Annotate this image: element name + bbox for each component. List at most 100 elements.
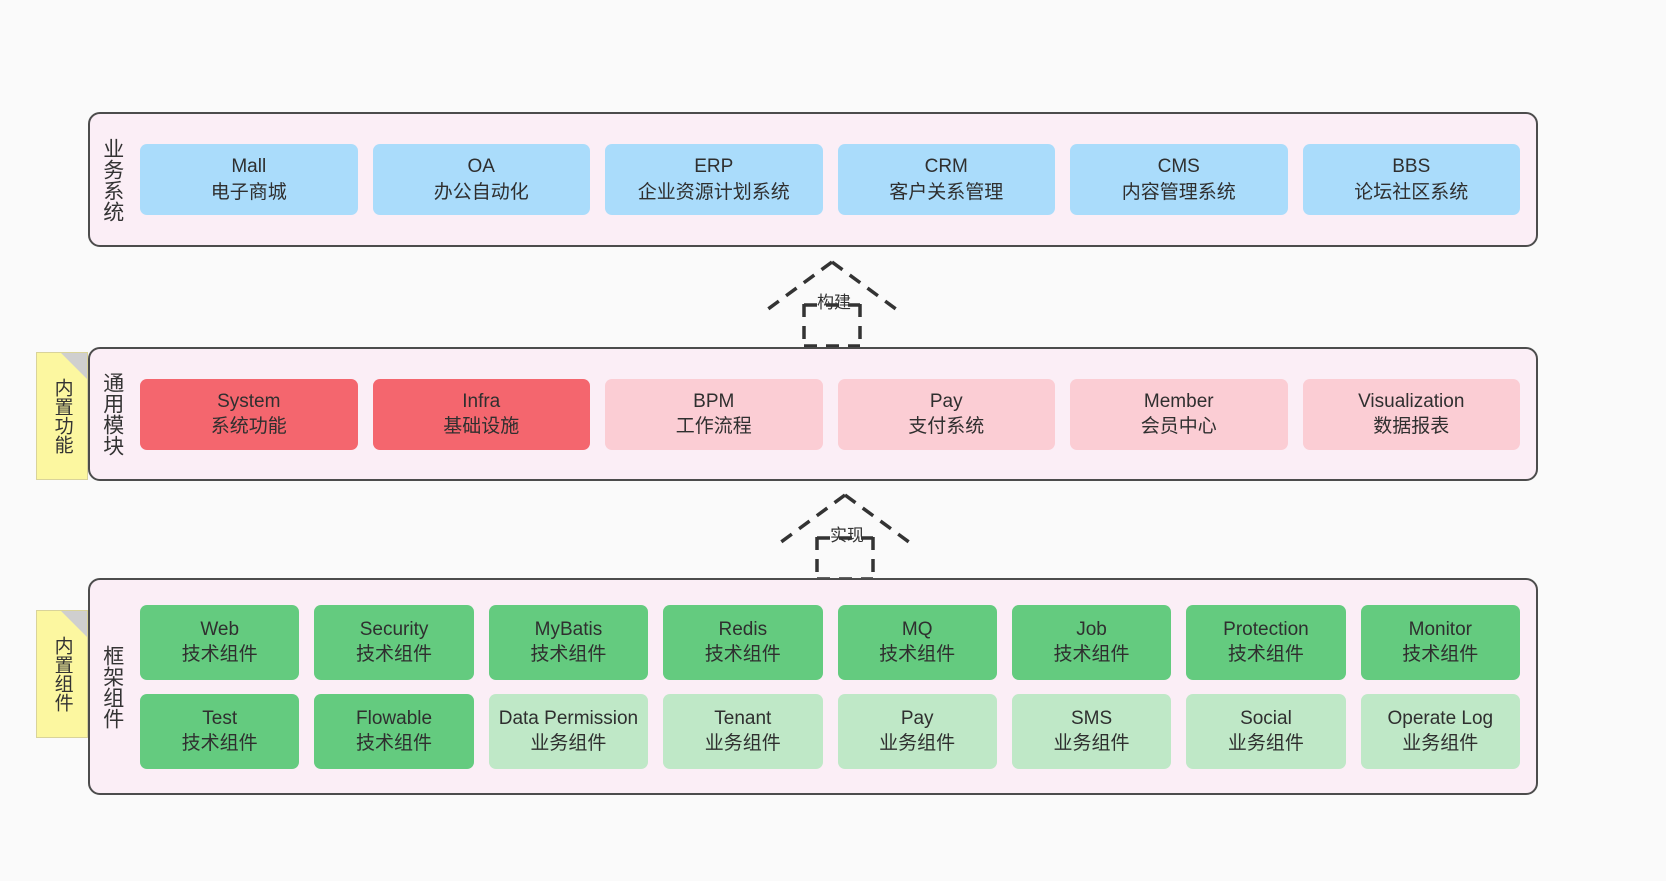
card-title: Web [200,618,240,640]
card-mq[interactable]: MQ 技术组件 [837,604,997,680]
card-title: Operate Log [1387,707,1494,729]
card-infra[interactable]: Infra 基础设施 [372,378,590,450]
card-title: BBS [1392,156,1431,178]
card-subtitle: 业务组件 [1227,733,1304,754]
card-redis[interactable]: Redis 技术组件 [663,604,823,680]
card-subtitle: 内容管理系统 [1121,181,1236,203]
card-subtitle: 论坛社区系统 [1354,181,1469,203]
card-protection[interactable]: Protection 技术组件 [1186,604,1346,680]
card-title: Visualization [1358,390,1465,412]
card-subtitle: 工作流程 [675,416,752,437]
card-subtitle: 技术组件 [1402,644,1479,665]
card-subtitle: 技术组件 [356,733,433,754]
card-subtitle: 技术组件 [1227,644,1304,665]
card-tenant[interactable]: Tenant 业务组件 [663,693,823,769]
card-title: Flowable [356,707,433,729]
card-subtitle: 客户关系管理 [889,181,1004,203]
card-row: Test 技术组件 Flowable 技术组件 Data Permission … [140,693,1520,769]
card-pay-component[interactable]: Pay 业务组件 [837,693,997,769]
card-erp[interactable]: ERP 企业资源计划系统 [605,144,823,215]
card-flowable[interactable]: Flowable 技术组件 [314,693,474,769]
card-title: SMS [1070,707,1113,729]
folded-corner-icon [61,353,87,379]
card-title: ERP [694,156,734,178]
card-subtitle: 技术组件 [181,644,258,665]
card-subtitle: 技术组件 [530,644,607,665]
card-row: System 系统功能 Infra 基础设施 BPM 工作流程 Pay 支付系统… [140,378,1520,450]
card-subtitle: 数据报表 [1373,416,1450,437]
card-test[interactable]: Test 技术组件 [140,693,300,769]
arrow-label-implement: 实现 [830,526,864,545]
card-crm[interactable]: CRM 客户关系管理 [837,144,1055,215]
card-subtitle: 系统功能 [210,416,287,437]
card-mall[interactable]: Mall 电子商城 [140,144,358,215]
card-subtitle: 业务组件 [879,733,956,754]
card-title: Member [1143,390,1214,412]
card-subtitle: 技术组件 [1053,644,1130,665]
card-monitor[interactable]: Monitor 技术组件 [1360,604,1520,680]
card-subtitle: 企业资源计划系统 [637,181,790,203]
card-system[interactable]: System 系统功能 [140,378,358,450]
card-subtitle: 技术组件 [356,644,433,665]
note-builtin-feature: 内置功能 [36,352,88,480]
card-oa[interactable]: OA 办公自动化 [372,144,590,215]
card-web[interactable]: Web 技术组件 [140,604,300,680]
layer-framework-component: 框架组件 Web 技术组件 Security 技术组件 MyBatis 技术组件… [88,578,1538,795]
card-subtitle: 技术组件 [879,644,956,665]
card-subtitle: 技术组件 [704,644,781,665]
card-data-permission[interactable]: Data Permission 业务组件 [488,693,649,769]
card-cms[interactable]: CMS 内容管理系统 [1070,144,1288,215]
card-title: Pay [900,707,934,729]
card-title: Protection [1223,618,1309,640]
card-sms[interactable]: SMS 业务组件 [1011,693,1172,769]
card-subtitle: 业务组件 [1053,733,1130,754]
card-title: System [217,390,281,412]
card-pay-module[interactable]: Pay 支付系统 [837,378,1055,450]
card-visualization[interactable]: Visualization 数据报表 [1302,378,1520,450]
card-operate-log[interactable]: Operate Log 业务组件 [1360,693,1520,769]
layer-label-business-system: 业务系统 [100,137,124,222]
arrow-build-relation: 构建 [757,256,907,348]
card-title: CRM [924,156,968,178]
arrow-implement-relation: 实现 [770,489,920,581]
layer-body-business-system: Mall 电子商城 OA 办公自动化 ERP 企业资源计划系统 CRM 客户关系… [134,114,1536,245]
card-title: Pay [929,390,963,412]
card-subtitle: 支付系统 [908,416,985,437]
card-row: Web 技术组件 Security 技术组件 MyBatis 技术组件 Redi… [140,604,1520,680]
card-title: Infra [462,390,501,412]
card-subtitle: 技术组件 [181,733,258,754]
card-title: Tenant [714,707,772,729]
card-title: Test [202,707,238,729]
note-label: 内置功能 [51,378,73,454]
card-member[interactable]: Member 会员中心 [1070,378,1288,450]
card-subtitle: 业务组件 [1402,733,1479,754]
card-bbs[interactable]: BBS 论坛社区系统 [1302,144,1520,215]
card-mybatis[interactable]: MyBatis 技术组件 [488,604,649,680]
card-subtitle: 会员中心 [1140,416,1217,437]
card-title: MyBatis [534,618,603,640]
layer-business-system: 业务系统 Mall 电子商城 OA 办公自动化 ERP 企业资源计划系统 CRM… [88,112,1538,247]
card-title: MQ [901,618,933,640]
layer-body-framework-component: Web 技术组件 Security 技术组件 MyBatis 技术组件 Redi… [134,580,1536,793]
arrow-label-build: 构建 [817,293,851,312]
card-title: Mall [231,156,267,178]
card-security[interactable]: Security 技术组件 [314,604,474,680]
card-title: Data Permission [498,707,639,729]
card-title: CMS [1157,156,1200,178]
card-title: Social [1240,707,1292,729]
card-social[interactable]: Social 业务组件 [1186,693,1346,769]
card-job[interactable]: Job 技术组件 [1011,604,1172,680]
card-title: OA [467,156,495,178]
card-bpm[interactable]: BPM 工作流程 [605,378,823,450]
card-row: Mall 电子商城 OA 办公自动化 ERP 企业资源计划系统 CRM 客户关系… [140,144,1520,215]
card-subtitle: 业务组件 [704,733,781,754]
card-title: BPM [693,390,735,412]
card-subtitle: 业务组件 [530,733,607,754]
card-subtitle: 基础设施 [443,416,520,437]
layer-label-common-module: 通用模块 [100,372,124,456]
layer-label-framework-component: 框架组件 [100,644,124,729]
dashed-generalization-arrow-icon [762,260,902,348]
card-title: Job [1076,618,1107,640]
card-title: Redis [718,618,768,640]
